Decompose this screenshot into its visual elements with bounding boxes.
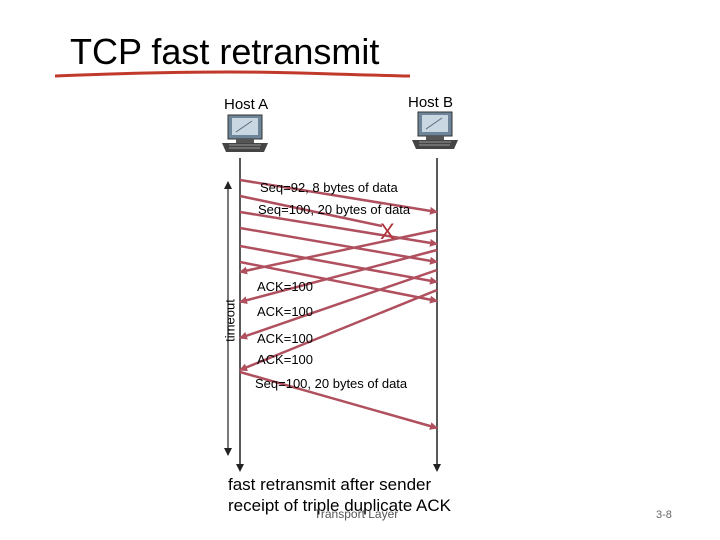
retransmit-arrow <box>239 370 438 430</box>
page-number: 3-8 <box>656 509 672 521</box>
caption-line-2: receipt of triple duplicate ACK <box>228 496 452 515</box>
segment-arrow-seq100-lost <box>239 194 383 228</box>
caption-line-1: fast retransmit after sender <box>228 475 432 494</box>
ack-label-4: ACK=100 <box>257 352 314 367</box>
segment-arrow-4 <box>239 226 438 265</box>
segment-arrow-6 <box>239 260 438 304</box>
ack-arrow-1 <box>239 228 438 275</box>
host-b-computer-icon <box>412 111 458 149</box>
ack-arrow-4 <box>239 288 438 372</box>
loss-marker: X <box>380 219 395 244</box>
host-a-computer-icon <box>222 114 268 152</box>
timeout-label: timeout <box>222 299 238 342</box>
ack-label-2: ACK=100 <box>257 304 314 319</box>
host-b-label: Host B <box>408 94 454 111</box>
ack-label-1: ACK=100 <box>257 279 314 294</box>
host-a-label: Host A <box>224 96 269 113</box>
host-a-time-arrowhead <box>236 464 244 472</box>
segment-arrow-5 <box>239 244 438 285</box>
caption: fast retransmit after sender receipt of … <box>228 474 451 516</box>
segment-arrow-3 <box>239 210 438 247</box>
ack-arrow-2 <box>239 248 438 305</box>
ack-arrow-3 <box>239 268 438 340</box>
slide-title: TCP fast retransmit <box>70 31 380 72</box>
title-underline <box>54 70 411 78</box>
retransmit-label: Seq=100, 20 bytes of data <box>255 376 408 391</box>
timeout-top-arrowhead <box>224 181 232 189</box>
host-b-time-arrowhead <box>433 464 441 472</box>
segment-label-seq100: Seq=100, 20 bytes of data <box>258 202 411 217</box>
footer-text: Transport Layer <box>314 507 399 521</box>
segment-label-seq92: Seq=92, 8 bytes of data <box>260 180 398 195</box>
segment-arrow-seq92 <box>239 178 438 215</box>
ack-label-3: ACK=100 <box>257 331 314 346</box>
timeout-bottom-arrowhead <box>224 448 232 456</box>
